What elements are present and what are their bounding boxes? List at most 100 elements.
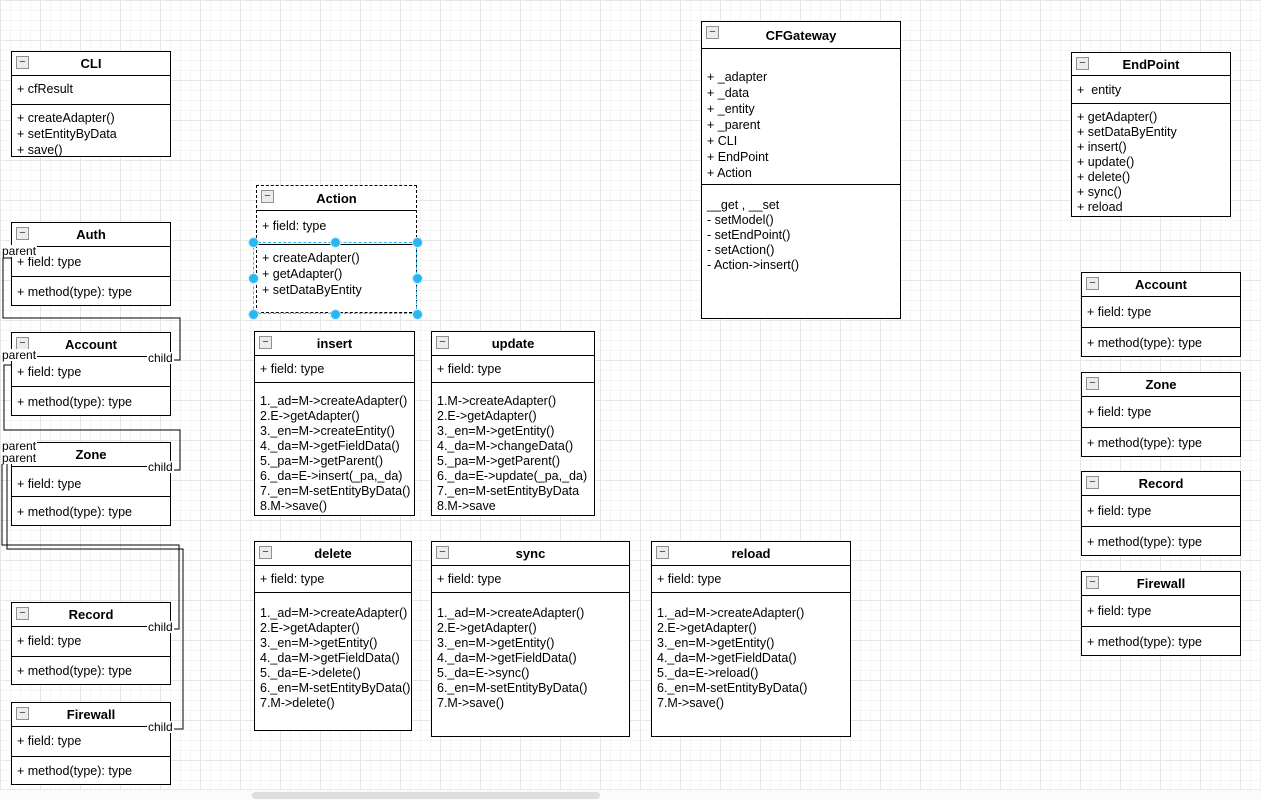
fields-compartment[interactable]: + cfResult	[12, 75, 170, 104]
edge-label-child-zone[interactable]: child	[147, 460, 174, 474]
class-box-update[interactable]: − update + field: type 1.M->createAdapte…	[431, 331, 595, 516]
fields-compartment[interactable]: + field: type	[432, 565, 629, 592]
class-title-bar[interactable]: − Zone	[1082, 373, 1240, 396]
class-title-bar[interactable]: − delete	[255, 542, 411, 565]
class-box-delete[interactable]: − delete + field: type 1._ad=M->createAd…	[254, 541, 412, 731]
class-box-account-right[interactable]: − Account + field: type + method(type): …	[1081, 272, 1241, 357]
association-edge-zone-account[interactable]	[3, 364, 181, 471]
class-title-bar[interactable]: − CFGateway	[702, 22, 900, 48]
class-box-record-right[interactable]: − Record + field: type + method(type): t…	[1081, 471, 1241, 556]
selection-handle-s[interactable]	[330, 309, 341, 320]
class-title-bar[interactable]: − Account	[1082, 273, 1240, 296]
collapse-icon[interactable]: −	[706, 26, 719, 39]
collapse-icon[interactable]: −	[16, 56, 29, 69]
class-title-bar[interactable]: − Account	[12, 333, 170, 356]
methods-compartment[interactable]: + createAdapter()+ setEntityByData+ save…	[12, 104, 170, 156]
edge-label-child-account[interactable]: child	[147, 351, 174, 365]
collapse-icon[interactable]: −	[16, 337, 29, 350]
class-title-bar[interactable]: − CLI	[12, 52, 170, 75]
methods-compartment[interactable]: + method(type): type	[12, 656, 170, 684]
class-title-bar[interactable]: − EndPoint	[1072, 53, 1230, 75]
edge-label-parent-account[interactable]: parent	[1, 348, 38, 362]
class-box-zone-right[interactable]: − Zone + field: type + method(type): typ…	[1081, 372, 1241, 457]
methods-compartment[interactable]: + getAdapter()+ setDataByEntity+ insert(…	[1072, 103, 1230, 216]
collapse-icon[interactable]: −	[436, 336, 449, 349]
fields-compartment[interactable]: + field: type	[1082, 495, 1240, 526]
selection-handle-ne[interactable]	[412, 237, 423, 248]
collapse-icon[interactable]: −	[436, 546, 449, 559]
class-box-insert[interactable]: − insert + field: type 1._ad=M->createAd…	[254, 331, 415, 516]
fields-compartment[interactable]: + field: type	[255, 565, 411, 592]
class-box-auth[interactable]: − Auth + field: type + method(type): typ…	[11, 222, 171, 306]
class-box-action[interactable]: − Action + field: type + createAdapter()…	[256, 185, 417, 313]
fields-compartment[interactable]: + field: type	[12, 246, 170, 276]
class-box-cfgateway[interactable]: − CFGateway + _adapter+ _data+ _entity+ …	[701, 21, 901, 319]
selection-handle-w[interactable]	[248, 273, 259, 284]
fields-compartment[interactable]: + field: type	[255, 355, 414, 382]
collapse-icon[interactable]: −	[259, 336, 272, 349]
edge-label-parent-zone-1[interactable]: parent	[1, 439, 38, 453]
methods-compartment[interactable]: 1._ad=M->createAdapter()2.E->getAdapter(…	[255, 592, 411, 730]
methods-compartment[interactable]: + method(type): type	[1082, 526, 1240, 555]
methods-compartment[interactable]: + method(type): type	[1082, 626, 1240, 655]
methods-compartment[interactable]: + method(type): type	[1082, 327, 1240, 356]
edge-label-parent-auth[interactable]: parent	[1, 244, 38, 258]
class-title-bar[interactable]: − sync	[432, 542, 629, 565]
methods-compartment[interactable]: 1._ad=M->createAdapter()2.E->getAdapter(…	[255, 382, 414, 515]
class-title-bar[interactable]: − Record	[12, 603, 170, 626]
class-box-sync[interactable]: − sync + field: type 1._ad=M->createAdap…	[431, 541, 630, 737]
collapse-icon[interactable]: −	[1076, 57, 1089, 70]
collapse-icon[interactable]: −	[656, 546, 669, 559]
collapse-icon[interactable]: −	[16, 707, 29, 720]
methods-compartment[interactable]: + createAdapter()+ getAdapter()+ setData…	[257, 244, 416, 312]
fields-compartment[interactable]: + field: type	[1082, 296, 1240, 327]
class-box-firewall-left[interactable]: − Firewall + field: type + method(type):…	[11, 702, 171, 785]
class-box-endpoint[interactable]: − EndPoint + entity + getAdapter()+ setD…	[1071, 52, 1231, 217]
collapse-icon[interactable]: −	[16, 607, 29, 620]
methods-compartment[interactable]: 1.M->createAdapter()2.E->getAdapter()3._…	[432, 382, 594, 515]
methods-compartment[interactable]: __get , __set- setModel()- setEndPoint()…	[702, 184, 900, 318]
methods-compartment[interactable]: + method(type): type	[12, 276, 170, 305]
collapse-icon[interactable]: −	[261, 190, 274, 203]
fields-compartment[interactable]: + field: type	[1082, 396, 1240, 427]
methods-compartment[interactable]: + method(type): type	[12, 496, 170, 525]
edge-label-child-record[interactable]: child	[147, 620, 174, 634]
class-title-bar[interactable]: − Action	[257, 186, 416, 210]
fields-compartment[interactable]: + field: type	[12, 626, 170, 656]
class-title-bar[interactable]: − Auth	[12, 223, 170, 246]
edge-label-parent-zone-2[interactable]: parent	[1, 451, 38, 465]
horizontal-scrollbar-thumb[interactable]	[252, 792, 600, 799]
selection-handle-n[interactable]	[330, 237, 341, 248]
fields-compartment[interactable]: + entity	[1072, 75, 1230, 103]
collapse-icon[interactable]: −	[16, 227, 29, 240]
horizontal-scrollbar[interactable]	[0, 789, 1261, 800]
class-title-bar[interactable]: − insert	[255, 332, 414, 355]
selection-handle-nw[interactable]	[248, 237, 259, 248]
fields-compartment[interactable]: + _adapter+ _data+ _entity+ _parent+ CLI…	[702, 48, 900, 184]
collapse-icon[interactable]: −	[1086, 476, 1099, 489]
fields-compartment[interactable]: + field: type	[257, 210, 416, 244]
class-title-bar[interactable]: − Record	[1082, 472, 1240, 495]
class-title-bar[interactable]: − reload	[652, 542, 850, 565]
class-box-account-left[interactable]: − Account + field: type + method(type): …	[11, 332, 171, 416]
collapse-icon[interactable]: −	[1086, 277, 1099, 290]
methods-compartment[interactable]: 1._ad=M->createAdapter()2.E->getAdapter(…	[432, 592, 629, 736]
fields-compartment[interactable]: + field: type	[12, 466, 170, 496]
edge-label-child-firewall[interactable]: child	[147, 720, 174, 734]
fields-compartment[interactable]: + field: type	[12, 726, 170, 756]
fields-compartment[interactable]: + field: type	[652, 565, 850, 592]
class-title-bar[interactable]: − Firewall	[12, 703, 170, 726]
fields-compartment[interactable]: + field: type	[432, 355, 594, 382]
selection-handle-se[interactable]	[412, 309, 423, 320]
selection-handle-sw[interactable]	[248, 309, 259, 320]
class-title-bar[interactable]: − Firewall	[1082, 572, 1240, 595]
methods-compartment[interactable]: + method(type): type	[12, 756, 170, 784]
collapse-icon[interactable]: −	[1086, 576, 1099, 589]
fields-compartment[interactable]: + field: type	[1082, 595, 1240, 626]
class-box-cli[interactable]: − CLI + cfResult + createAdapter()+ setE…	[11, 51, 171, 157]
collapse-icon[interactable]: −	[1086, 377, 1099, 390]
selection-handle-e[interactable]	[412, 273, 423, 284]
class-title-bar[interactable]: − update	[432, 332, 594, 355]
methods-compartment[interactable]: + method(type): type	[12, 386, 170, 415]
